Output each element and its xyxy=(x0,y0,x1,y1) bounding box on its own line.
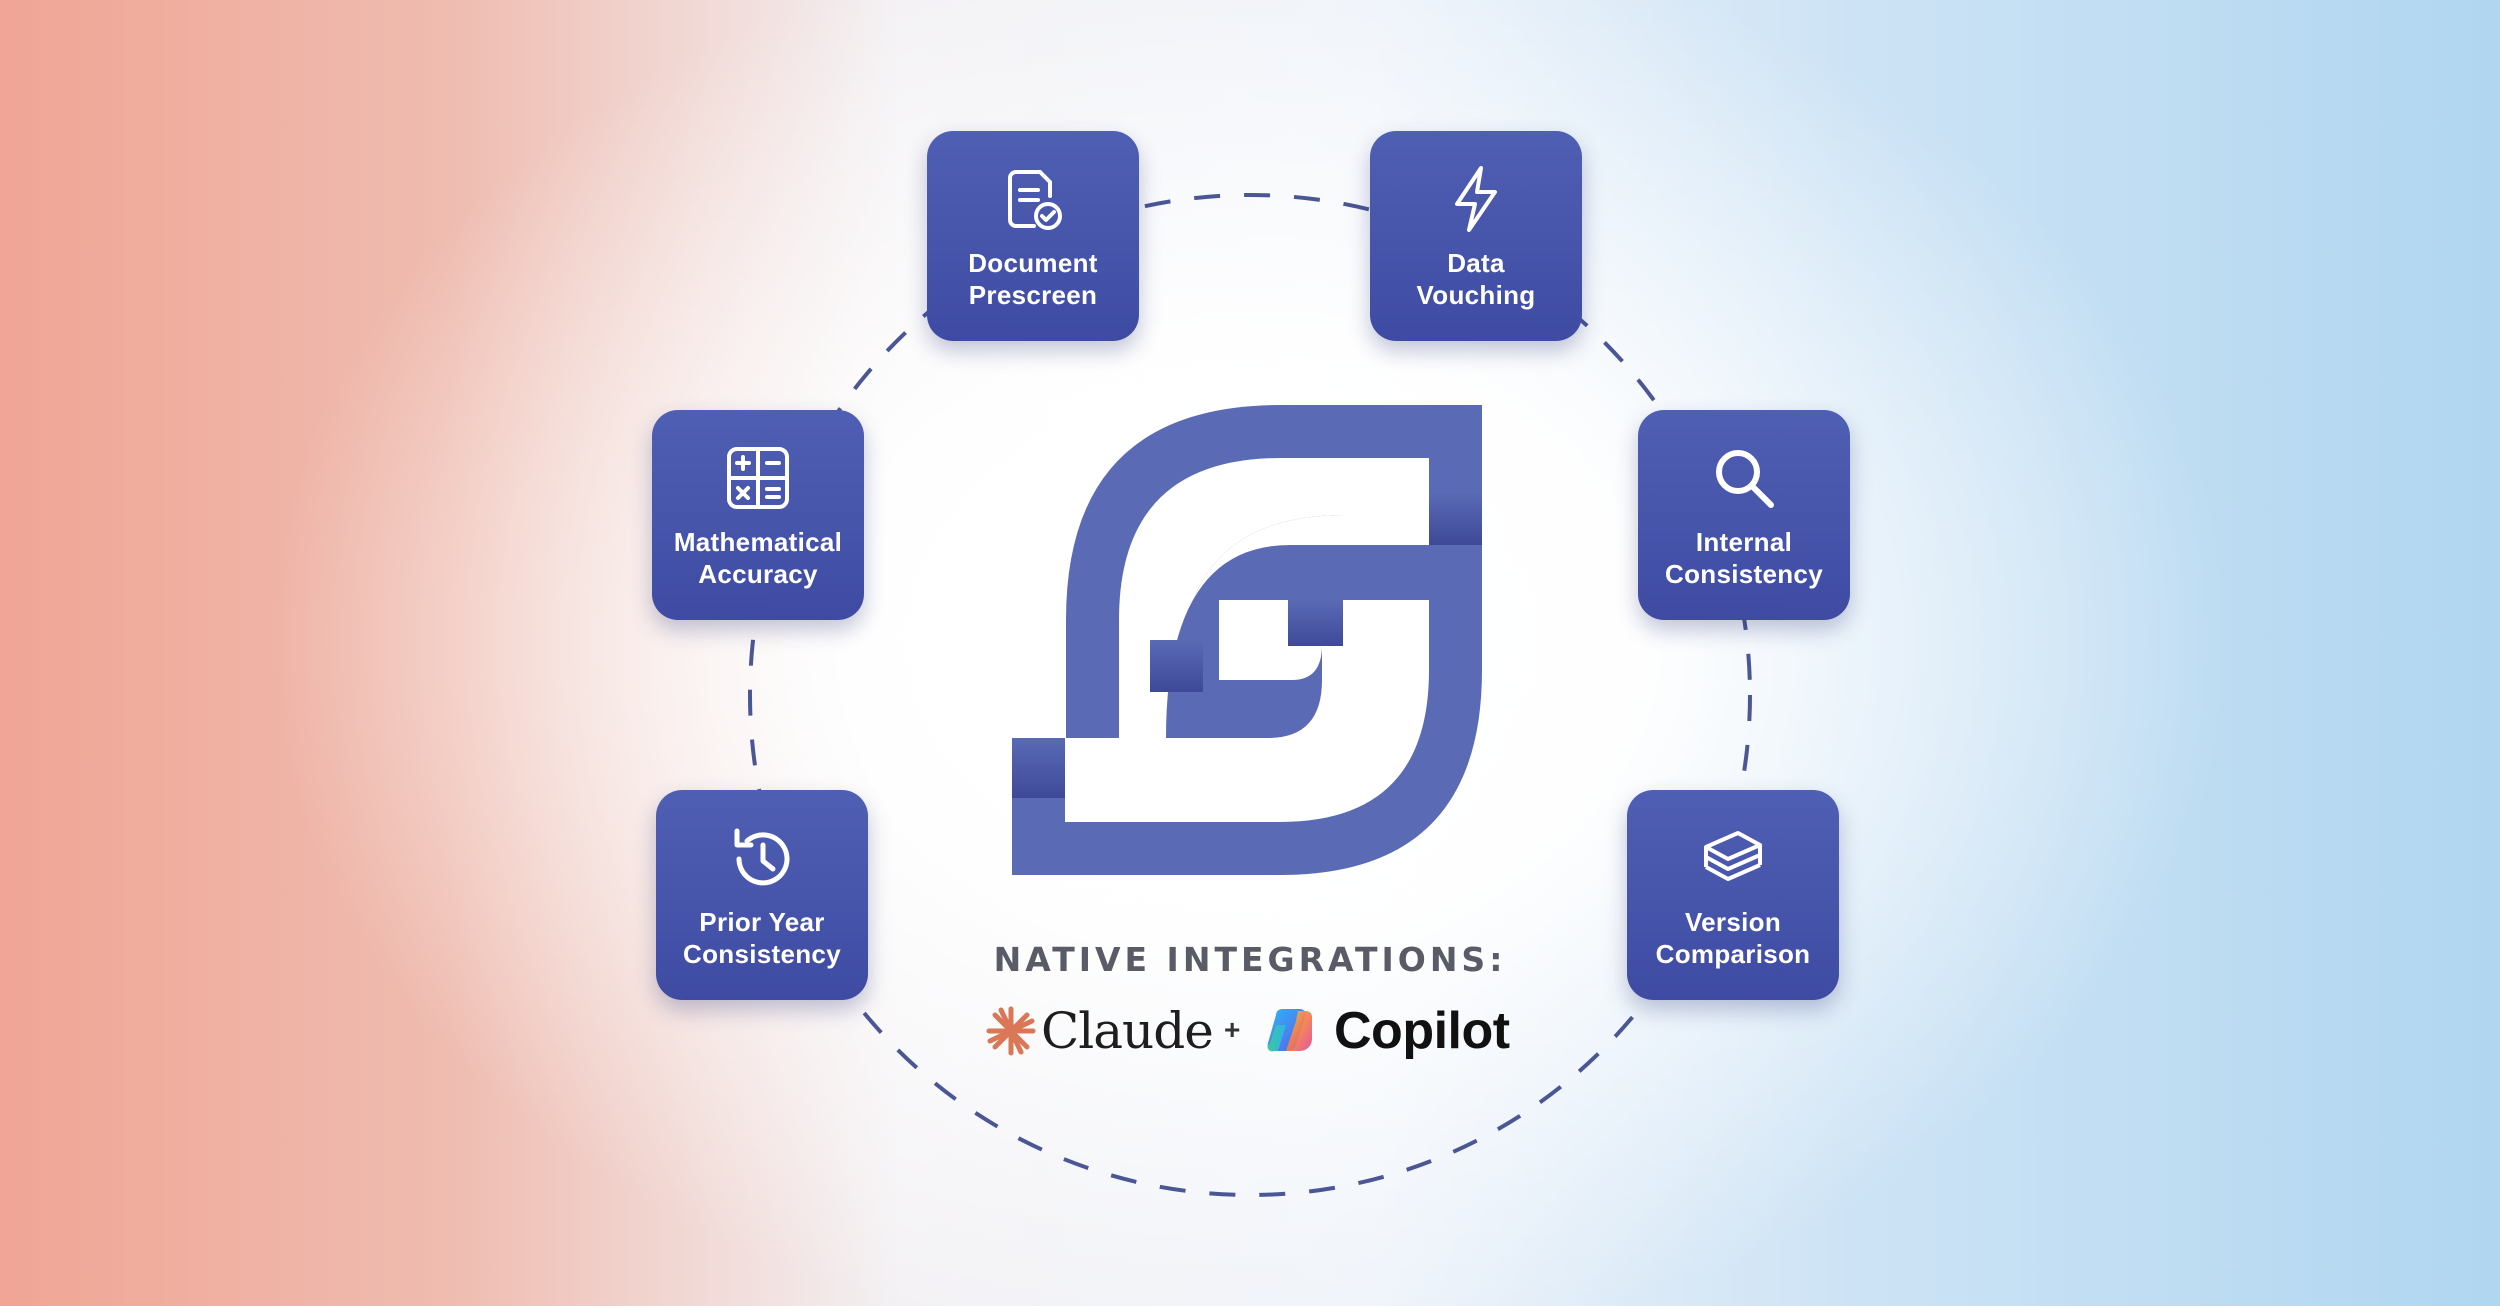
plus-sign: + xyxy=(1224,1014,1241,1045)
integrations-title: NATIVE INTEGRATIONS: xyxy=(993,940,1507,979)
copilot-wordmark: Copilot xyxy=(1334,1002,1510,1060)
search-icon xyxy=(1706,440,1782,516)
dashed-orbit-ring xyxy=(748,193,1752,1197)
copilot-icon xyxy=(1267,1009,1312,1052)
lightning-icon xyxy=(1438,161,1514,237)
copilot-logo: Copilot xyxy=(1264,998,1510,1064)
history-clock-icon xyxy=(724,820,800,896)
calculator-icon xyxy=(720,440,796,516)
claude-burst-icon xyxy=(986,1006,1036,1056)
stacked-pages-icon xyxy=(1695,820,1771,896)
claude-logo: Claude xyxy=(985,998,1214,1064)
document-check-icon xyxy=(995,161,1071,237)
central-logo xyxy=(1012,405,1482,875)
claude-wordmark: Claude xyxy=(1041,1002,1214,1060)
